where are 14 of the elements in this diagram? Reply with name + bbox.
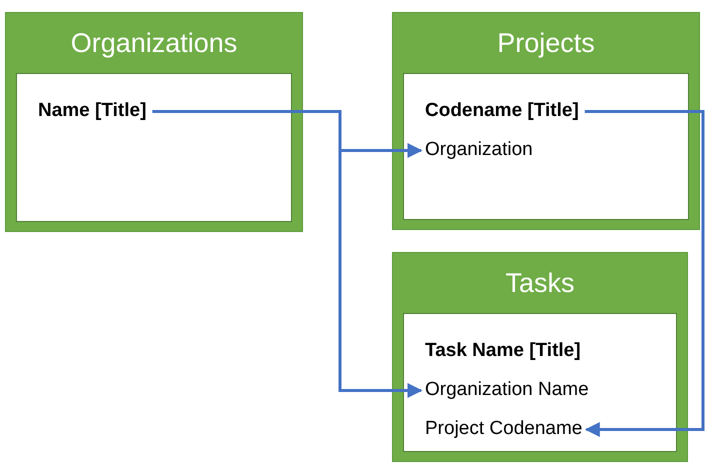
table-title: Tasks: [505, 266, 575, 300]
field-name: Task Name [Title]: [425, 337, 581, 366]
field-name: Codename [Title]: [425, 97, 579, 126]
field-name: Project Codename: [425, 415, 582, 444]
field-name: Name [Title]: [38, 97, 146, 126]
field-name: Organization Name: [425, 376, 589, 405]
table-box: [392, 252, 688, 462]
table-box: [5, 12, 303, 232]
table-box: [392, 12, 700, 230]
field-name: Organization: [425, 136, 533, 165]
table-title: Projects: [497, 26, 595, 60]
table-title: Organizations: [70, 26, 238, 60]
connector-arrow: [152, 110, 422, 398]
connector-arrow: [584, 110, 704, 437]
